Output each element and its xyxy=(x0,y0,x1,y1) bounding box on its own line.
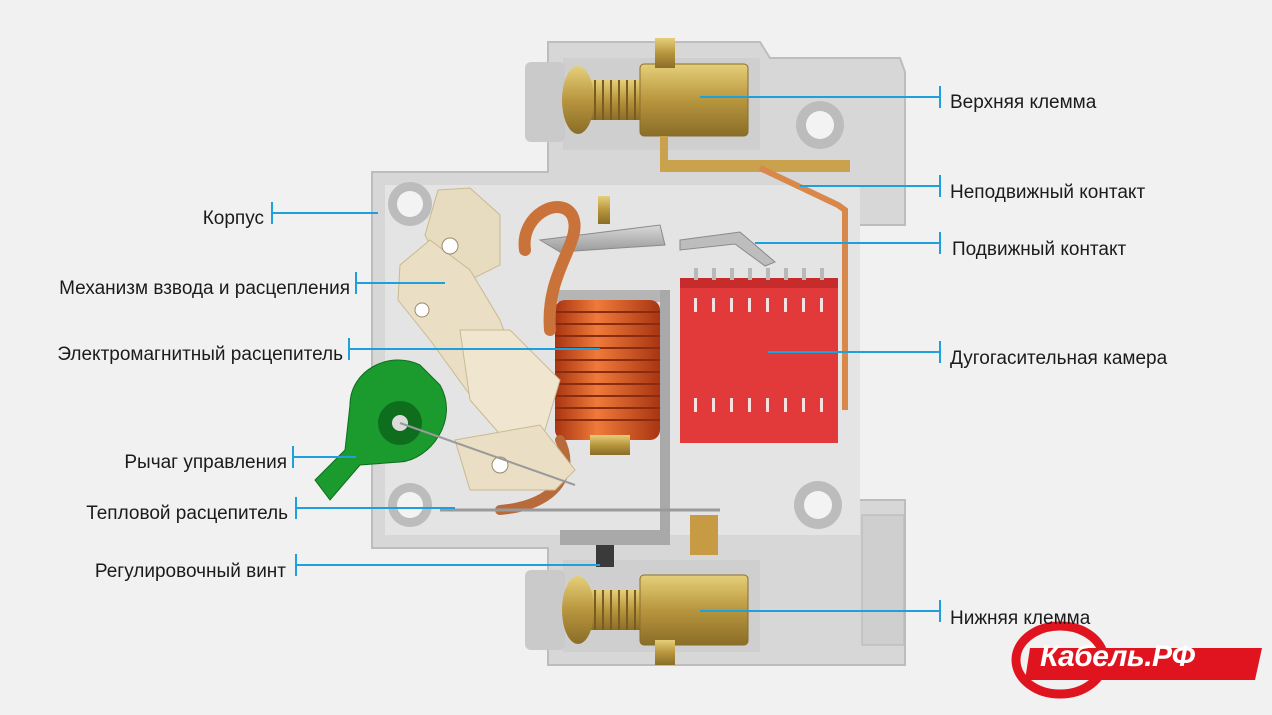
label-electromagnetic-release: Электромагнитный расцепитель xyxy=(57,344,343,365)
label-adjusting-screw: Регулировочный винт xyxy=(94,561,286,582)
label-mechanism: Механизм взвода и расцепления xyxy=(59,278,350,299)
copper-braid-top xyxy=(518,201,581,336)
label-moving-contact: Подвижный контакт xyxy=(952,239,1127,260)
label-top-terminal: Верхняя клемма xyxy=(950,92,1097,113)
mounting-holes xyxy=(388,101,844,529)
label-arc-chamber: Дугогасительная камера xyxy=(950,348,1168,369)
leader-lines xyxy=(271,86,941,622)
bottom-terminal xyxy=(562,515,749,665)
top-terminal xyxy=(562,38,850,172)
arc-chamber xyxy=(680,268,838,443)
adjusting-screw xyxy=(596,545,614,567)
label-control-lever: Рычаг управления xyxy=(124,452,287,473)
label-fixed-contact: Неподвижный контакт xyxy=(950,182,1146,203)
logo-mark xyxy=(1011,621,1262,699)
electromagnetic-coil xyxy=(550,290,670,545)
logo-text: Кабель.РФ xyxy=(1040,640,1195,673)
label-bottom-terminal: Нижняя клемма xyxy=(950,608,1091,629)
control-lever xyxy=(314,359,576,501)
fixed-contact xyxy=(758,165,848,410)
label-housing: Корпус xyxy=(202,208,264,229)
label-thermal-release: Тепловой расцепитель xyxy=(86,503,288,524)
